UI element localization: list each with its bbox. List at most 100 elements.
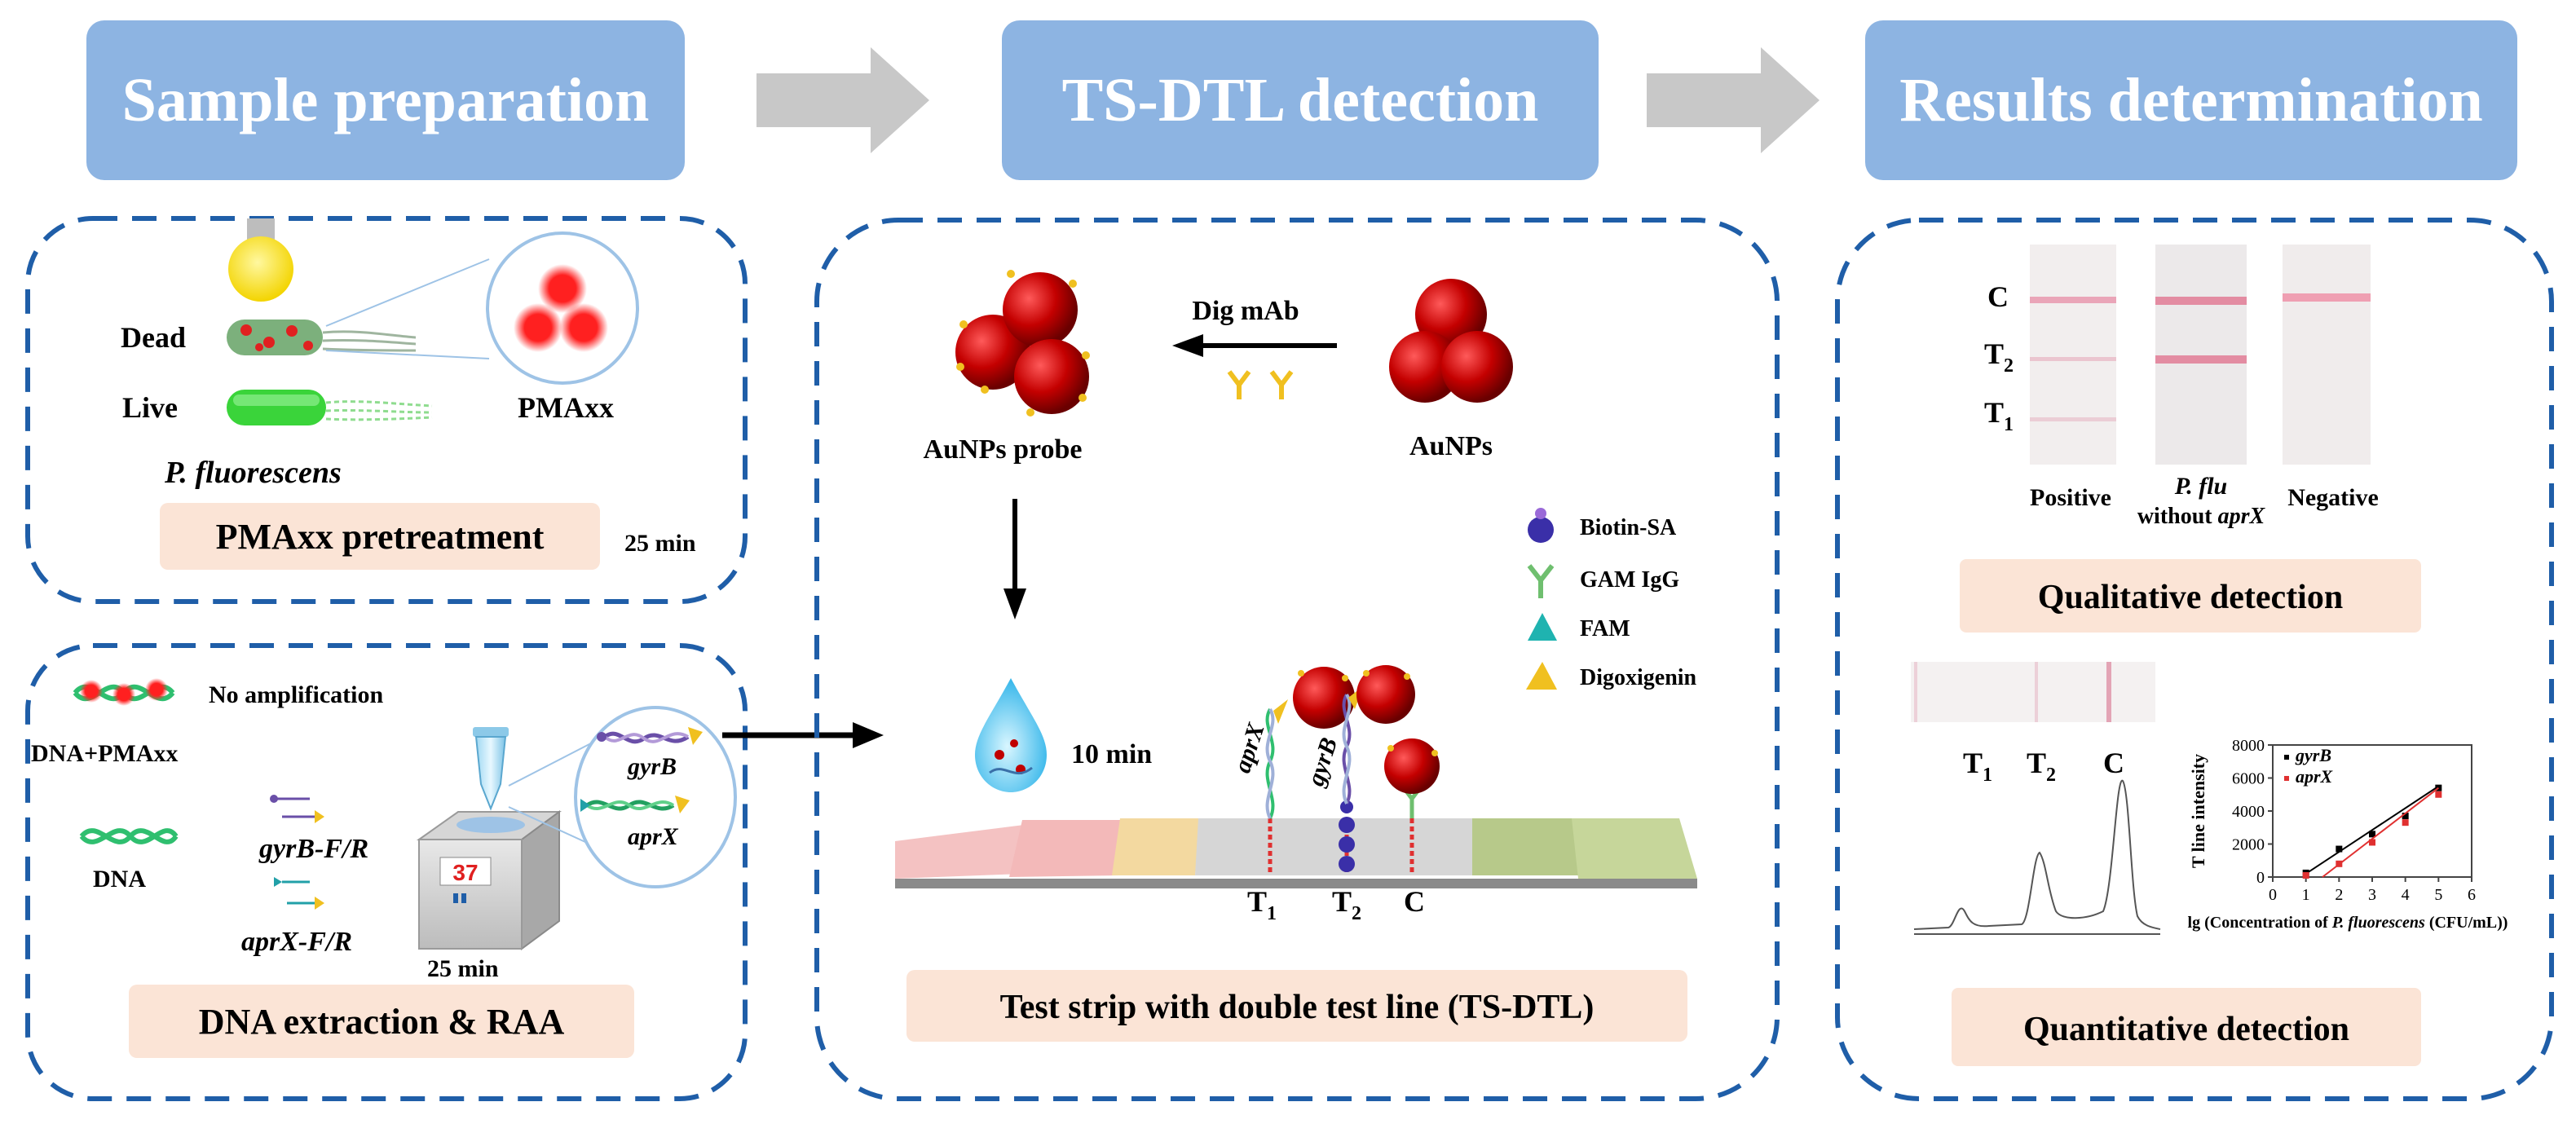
header-arrow-1 [756, 47, 929, 153]
pmaxx-pretreatment-label: PMAxx pretreatment [216, 517, 545, 557]
amplicon-zoom-circle [574, 706, 737, 888]
dna-pmaxx-helix-icon [73, 678, 175, 706]
live-label: Live [122, 391, 178, 424]
heat-block-icon [416, 810, 562, 950]
legend-biotin-label: Biotin-SA [1580, 515, 1677, 540]
photo-line-t2-label: T2 [1984, 337, 2014, 377]
dna-label: DNA [93, 866, 146, 893]
no-amplification-label: No amplification [209, 681, 383, 708]
photo-line-t1-label: T1 [1984, 396, 2014, 435]
negative-label: Negative [2287, 484, 2379, 511]
pmaxx-panel: Dead Live PMAxx P. fluorescens PMAxx pre… [25, 216, 748, 604]
x-tick-label: 4 [2402, 886, 2410, 904]
legend-digoxigenin-label: Digoxigenin [1580, 665, 1697, 690]
header-step-2-label: TS-DTL detection [1062, 66, 1539, 134]
pflu-label: P. flu [2174, 473, 2227, 500]
header-step-sample-preparation: Sample preparation [86, 20, 685, 180]
aprx-primer-label: aprX-F/R [241, 927, 352, 957]
quantitative-strip-photo [1911, 662, 2155, 722]
legend-biotin-sa: Biotin-SA [1528, 508, 1677, 543]
arrow-raa-to-detection [722, 722, 884, 748]
species-label: P. fluorescens [164, 456, 342, 490]
raa-step-label: DNA extraction & RAA [199, 1002, 565, 1042]
legend-marker-aprX [2284, 776, 2289, 781]
dna-helix-icon [79, 828, 179, 844]
peak-c-label: C [2103, 747, 2124, 779]
detection-panel: AuNPs probe Dig mAb AuNPs B [814, 218, 1780, 1101]
y-tick-label: 6000 [2232, 770, 2265, 788]
strip-line-c-label: C [1404, 885, 1425, 918]
aunps-icon [1389, 279, 1513, 403]
peak-t1-label: T1 [1963, 747, 1992, 786]
legend-fam-label: FAM [1580, 616, 1630, 641]
gyrb-primer-icon [270, 795, 324, 823]
sample-droplet-icon [975, 678, 1047, 792]
scan-intensity-profile [1913, 779, 2161, 935]
legend-gam-igg: GAM IgG [1527, 564, 1679, 598]
x-tick-label: 5 [2434, 886, 2442, 904]
data-point-aprX [2402, 819, 2409, 826]
temperature-label: 37 [452, 860, 478, 885]
strip-aprx-label: aprX [1228, 719, 1270, 776]
svg-text:T2: T2 [1332, 885, 1361, 924]
qualitative-label: Qualitative detection [2038, 579, 2343, 616]
svg-text:T1: T1 [1247, 885, 1277, 924]
strip-probe-decorations [1298, 670, 1438, 756]
dead-bacterium-icon [227, 320, 417, 355]
antibody-icon [1227, 370, 1294, 399]
raa-panel: No amplification DNA+PMAxx DNA gyrB-F/R … [25, 643, 748, 1101]
legend-marker-gyrB [2284, 755, 2289, 760]
without-aprx-label: without aprX [2137, 504, 2266, 529]
dna-pmaxx-label: DNA+PMAxx [31, 740, 178, 767]
arrow-antibody-conjugation [1172, 334, 1337, 357]
dead-label: Dead [121, 321, 186, 354]
header-step-ts-dtl-detection: TS-DTL detection [1002, 20, 1599, 180]
raa-time-label: 25 min [427, 955, 499, 982]
data-point-aprX [2369, 839, 2375, 846]
quantitative-label: Quantitative detection [2023, 1011, 2349, 1048]
legend-digoxigenin: Digoxigenin [1526, 662, 1697, 690]
detection-time-label: 10 min [1071, 739, 1152, 769]
fit-line-gyrB [2305, 785, 2439, 875]
antibody-label: Dig mAb [1192, 296, 1299, 326]
t1-capture-complex [1265, 667, 1355, 874]
peak-t2-label: T2 [2027, 747, 2056, 786]
legend: Biotin-SA GAM IgG FAM Digoxigenin [1526, 508, 1697, 690]
t2-capture-complex [1339, 665, 1415, 874]
header-step-3-label: Results determination [1899, 66, 2483, 134]
aunps-label: AuNPs [1409, 431, 1493, 461]
header-step-1-label: Sample preparation [122, 66, 650, 134]
results-panel: C T2 T1 Positive P. flu without aprX Neg… [1835, 218, 2554, 1101]
legend-label-gyrB: gyrB [2295, 745, 2331, 765]
pmaxx-time-label: 25 min [624, 530, 696, 557]
legend-label-aprX: aprX [2296, 766, 2334, 787]
eppendorf-tube-icon [473, 727, 509, 811]
c-line-capture-complex [1384, 738, 1440, 874]
data-point-aprX [2435, 791, 2442, 798]
x-tick-label: 6 [2468, 886, 2476, 904]
data-point-gyrB [2402, 813, 2409, 820]
legend-fam: FAM [1528, 613, 1630, 641]
light-bulb-icon [228, 218, 293, 302]
positive-label: Positive [2030, 484, 2111, 511]
x-tick-label: 0 [2269, 886, 2277, 904]
header-arrow-2 [1647, 47, 1820, 153]
strip-photo-positive [2030, 245, 2116, 465]
x-tick-label: 1 [2302, 886, 2310, 904]
strip-photo-negative [2283, 245, 2371, 465]
x-tick-label: 3 [2368, 886, 2376, 904]
data-point-aprX [2302, 871, 2309, 879]
data-point-gyrB [2336, 845, 2343, 853]
photo-line-c-label: C [1987, 280, 2009, 313]
zoom-gyrb-label: gyrB [627, 753, 677, 780]
zoom-aprx-label: aprX [628, 823, 679, 850]
aprx-primer-icon [274, 877, 324, 910]
x-axis-label: lg (Concentration of P. fluorescens (CFU… [2188, 914, 2508, 932]
strip-gyrb-label: gyrB [1302, 734, 1343, 790]
aunps-probe-icon [955, 270, 1090, 417]
gyrb-primer-label: gyrB-F/R [258, 834, 368, 864]
strip-line-t1-label: T1 [1247, 885, 1277, 924]
header-step-results-determination: Results determination [1865, 20, 2517, 180]
